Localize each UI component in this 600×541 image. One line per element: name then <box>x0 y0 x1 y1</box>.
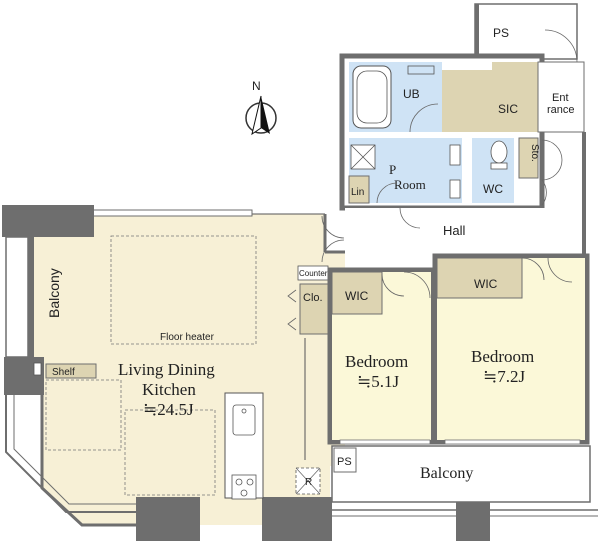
sic-label: SIC <box>498 102 518 116</box>
bathtub-inner <box>356 70 388 124</box>
entrance-label-line2: rance <box>547 104 575 116</box>
floor-heater-zone-3 <box>124 409 216 496</box>
ldk-door-swing-1 <box>321 215 345 239</box>
ps-bottom-shaft <box>333 447 357 473</box>
column-south <box>136 497 200 541</box>
sto-door-swing-1 <box>541 139 563 181</box>
bedroom1-door-swing <box>403 271 431 299</box>
north-compass: N <box>245 79 277 136</box>
washing-machine-x2 <box>350 144 376 170</box>
linen-closet <box>348 175 370 204</box>
shelf <box>45 363 97 379</box>
wic1-closet <box>331 271 383 315</box>
wic1-door-swing <box>381 273 405 297</box>
wic2-closet <box>436 257 523 299</box>
compass-north-label: N <box>252 79 261 93</box>
shelf-label: Shelf <box>52 367 75 378</box>
burner-1 <box>235 478 243 486</box>
kitchen-sink <box>232 404 256 436</box>
toilet-tank <box>490 162 508 170</box>
bedroom1-name: Bedroom <box>345 352 408 371</box>
ps-top-label: PS <box>493 26 509 40</box>
sic-closet-lower <box>442 100 492 132</box>
bedroom1-window <box>339 439 431 445</box>
wic2-label: WIC <box>474 277 498 291</box>
ps-top-wall <box>475 4 479 59</box>
ps-bottom-label: PS <box>337 456 352 468</box>
ub-label: UB <box>403 87 420 101</box>
bathtub <box>352 65 392 129</box>
clo-door-1 <box>287 289 297 303</box>
bedroom2-name: Bedroom <box>471 347 534 366</box>
ps-top-door-swing <box>544 29 578 63</box>
bedroom2-door-swing <box>547 257 573 283</box>
bedroom1-label: Bedroom ≒5.1J <box>345 352 413 391</box>
floor-heater-zone <box>110 235 257 345</box>
clo-label: Clo. <box>303 292 323 304</box>
powder-label-line2: Room <box>394 177 426 192</box>
ldk-label-line1: Living Dining <box>118 360 215 379</box>
balcony-bottom-label: Balcony <box>420 465 473 482</box>
bedroom2-label: Bedroom ≒7.2J <box>471 347 539 386</box>
ldk-door-swing-2 <box>321 239 345 263</box>
entrance-area <box>537 61 585 133</box>
bay-wall <box>40 395 136 527</box>
ldk-label: Living Dining Kitchen ≒24.5J <box>118 360 219 419</box>
bay-outer-line <box>5 395 136 513</box>
column-southeast <box>262 497 332 541</box>
shelf-bracket <box>33 362 42 376</box>
bedroom1-size: ≒5.1J <box>357 372 399 391</box>
lin-label: Lin <box>351 187 364 198</box>
ldk-label-line2: Kitchen <box>142 380 196 399</box>
vanity-sink <box>449 144 461 166</box>
toilet-bowl <box>490 140 508 164</box>
kitchen-faucet <box>241 408 247 414</box>
balcony-bottom <box>331 445 591 503</box>
bedroom2-size: ≒7.2J <box>483 367 525 386</box>
entrance-label-line1: Ent <box>552 92 569 104</box>
powder-door-swing <box>376 182 398 204</box>
wc-label: WC <box>483 182 503 196</box>
counter-label: Counter <box>299 269 328 278</box>
ldk-room <box>32 214 345 525</box>
burner-2 <box>246 478 254 486</box>
sto-door-swing-2 <box>541 179 547 206</box>
refrigerator-x2 <box>295 467 321 495</box>
clo-door-2 <box>287 317 297 331</box>
bath-faucet <box>407 65 435 75</box>
balcony-left-rail <box>5 236 29 358</box>
refrigerator-label: R <box>305 477 312 488</box>
burner-3 <box>240 489 248 497</box>
ldk-size: ≒24.5J <box>143 400 194 419</box>
compass-needle-right <box>261 96 270 134</box>
powder-room-label: P Room <box>389 162 426 192</box>
clo-closet <box>299 283 329 335</box>
balcony-left-label: Balcony <box>46 268 62 318</box>
hall-label: Hall <box>443 223 466 238</box>
column-balcony <box>456 498 490 541</box>
entrance-label: Ent rance <box>547 92 575 116</box>
vanity-shelf <box>449 179 461 199</box>
column-northwest <box>2 205 94 237</box>
cooktop <box>231 474 257 500</box>
bedroom2-window <box>444 439 581 445</box>
ldk-north-window <box>91 209 253 217</box>
ps-top-shaft <box>474 3 578 60</box>
wic1-label: WIC <box>345 289 369 303</box>
floor-heater-label: Floor heater <box>160 332 215 343</box>
wic2-door-swing <box>521 257 545 281</box>
ub-door-swing <box>409 103 439 133</box>
balcony-left-inner <box>28 237 32 357</box>
powder-label-line1: P <box>389 162 396 177</box>
floor-heater-zone-2 <box>45 379 122 451</box>
hall-area <box>345 208 585 256</box>
hall-door-swing-1 <box>399 207 421 229</box>
sto-label: Sto. <box>529 144 540 162</box>
sto-closet <box>518 137 539 179</box>
